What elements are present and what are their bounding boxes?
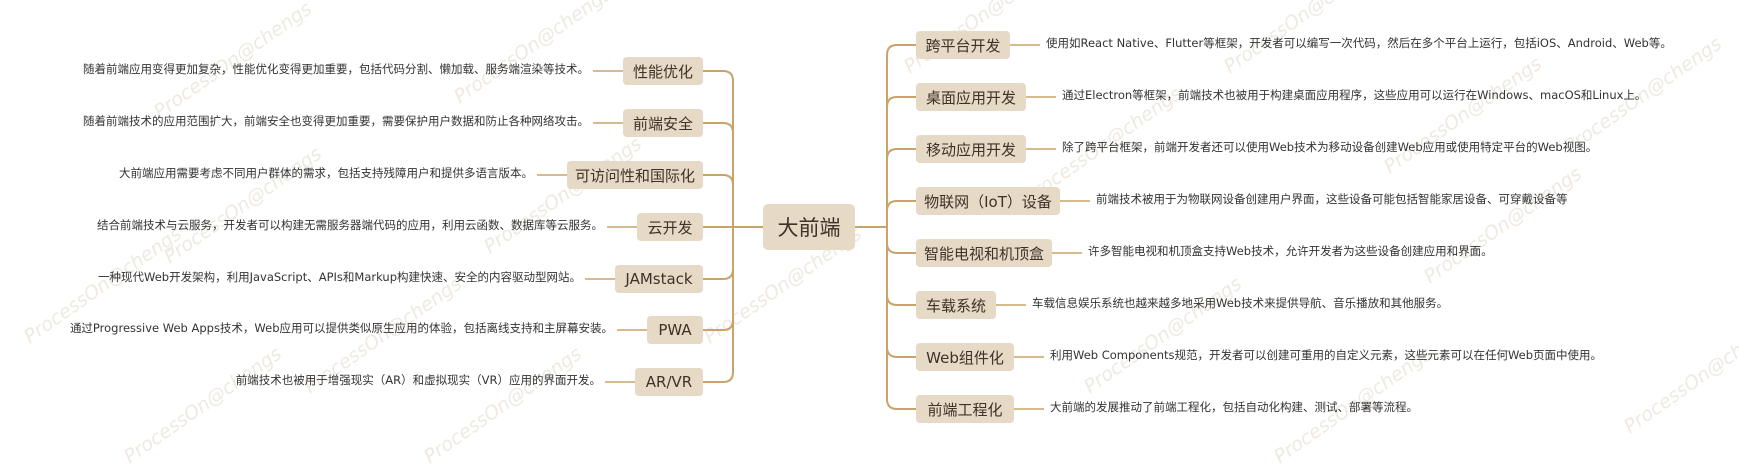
connector-lines [537, 44, 1090, 410]
branch-topic-right[interactable]: 智能电视和机顶盒 [916, 239, 1052, 267]
branch-topic-right[interactable]: 移动应用开发 [916, 135, 1026, 163]
connector-line [886, 96, 916, 227]
branch-topic-left[interactable]: 云开发 [637, 213, 703, 241]
branch-topic-left[interactable]: AR/VR [635, 368, 703, 396]
branch-topic-left[interactable]: 前端安全 [623, 109, 703, 137]
connector-line [703, 227, 734, 280]
branch-description: 除了跨平台框架，前端开发者还可以使用Web技术为移动设备创建Web应用或使用特定… [1062, 140, 1598, 154]
branch-description: 一种现代Web开发架构，利用JavaScript、APIs和Markup构建快速… [98, 270, 581, 284]
branch-topic-right[interactable]: 跨平台开发 [916, 31, 1010, 59]
branch-description: 使用如React Native、Flutter等框架，开发者可以编写一次代码，然… [1046, 36, 1672, 50]
branch-description: 通过Electron等框架，前端技术也被用于构建桌面应用程序，这些应用可以运行在… [1062, 88, 1647, 102]
branch-description: 大前端的发展推动了前端工程化，包括自动化构建、测试、部署等流程。 [1050, 400, 1418, 414]
connector-line [886, 227, 916, 254]
branch-topic-right[interactable]: 车载系统 [916, 291, 996, 319]
connector-line [886, 227, 916, 358]
branch-description: 利用Web Components规范，开发者可以创建可重用的自定义元素，这些元素… [1050, 348, 1603, 362]
branch-topic-right[interactable]: 前端工程化 [916, 395, 1014, 423]
branch-topic-right[interactable]: Web组件化 [916, 343, 1014, 371]
connector-line [886, 44, 916, 227]
branch-description: 前端技术被用于为物联网设备创建用户界面，这些设备可能包括智能家居设备、可穿戴设备… [1096, 192, 1568, 206]
connector-line [886, 200, 916, 227]
branch-description: 通过Progressive Web Apps技术，Web应用可以提供类似原生应用… [69, 321, 613, 335]
connector-line [886, 227, 916, 410]
branch-description: 前端技术也被用于增强现实（AR）和虚拟现实（VR）应用的界面开发。 [235, 373, 601, 387]
branch-topic-right[interactable]: 桌面应用开发 [916, 83, 1026, 111]
branch-description: 随着前端技术的应用范围扩大，前端安全也变得更加重要，需要保护用户数据和防止各种网… [83, 114, 589, 128]
connector-line [886, 148, 916, 227]
branch-topic-left[interactable]: PWA [647, 316, 703, 344]
branch-topic-left[interactable]: 性能优化 [623, 57, 703, 85]
connector-line [703, 227, 734, 383]
branch-description: 大前端应用需要考虑不同用户群体的需求，包括支持残障用户和提供多语言版本。 [119, 166, 533, 180]
connector-line [703, 122, 734, 227]
branch-description: 随着前端应用变得更加复杂，性能优化变得更加重要，包括代码分割、懒加载、服务端渲染… [83, 62, 589, 76]
connector-line [703, 70, 734, 227]
branch-topic-left[interactable]: JAMstack [615, 265, 703, 293]
branch-description: 车载信息娱乐系统也越来越多地采用Web技术来提供导航、音乐播放和其他服务。 [1032, 296, 1449, 310]
branch-topic-right[interactable]: 物联网（IoT）设备 [916, 187, 1060, 215]
branch-description: 许多智能电视和机顶盒支持Web技术，允许开发者为这些设备创建应用和界面。 [1088, 244, 1493, 258]
branch-description: 结合前端技术与云服务，开发者可以构建无需服务器端代码的应用，利用云函数、数据库等… [97, 218, 603, 232]
connector-line [703, 174, 734, 227]
branch-topic-left[interactable]: 可访问性和国际化 [567, 161, 703, 189]
central-topic[interactable]: 大前端 [763, 204, 855, 250]
connector-line [886, 227, 916, 306]
